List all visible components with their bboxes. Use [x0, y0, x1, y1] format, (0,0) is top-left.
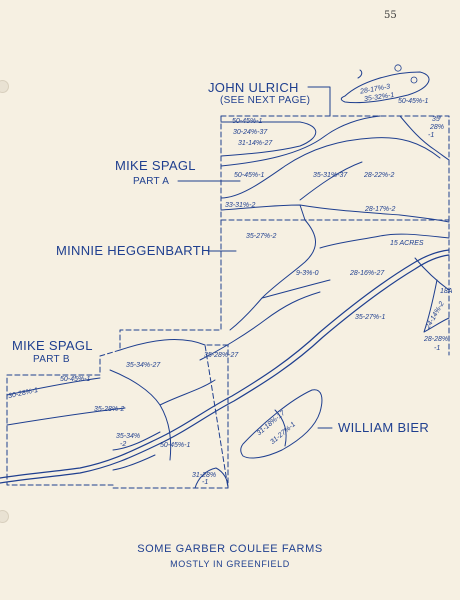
soil-note: -2	[120, 441, 127, 448]
soil-line	[423, 279, 450, 333]
binder-hole	[0, 80, 9, 93]
owner-part-a: PART A	[133, 176, 170, 187]
soil-line	[299, 204, 306, 221]
soil-line	[261, 279, 331, 299]
owner-label-william-bier: WILLIAM BIER	[338, 420, 430, 435]
soil-line	[220, 137, 441, 199]
owner-label-minnie-heggenbarth: MINNIE HEGGENBARTH	[56, 243, 211, 258]
soil-note: 35-28%-27	[204, 352, 239, 359]
boundary-minnie	[119, 219, 222, 351]
soil-line	[220, 115, 381, 167]
soil-line	[194, 467, 229, 489]
soil-line	[220, 204, 450, 223]
soil-line	[112, 454, 156, 471]
creek	[0, 254, 450, 484]
owner-label-mike-spagl-b: MIKE SPAGL	[12, 338, 93, 353]
soil-note: 35-31%-37	[313, 172, 348, 179]
soil-line	[274, 409, 287, 447]
soil-note: 28-28%	[424, 336, 449, 343]
soil-note: 35-34%	[116, 433, 141, 440]
soil-line	[399, 115, 450, 161]
leader-ulrich	[307, 86, 331, 117]
owner-note-see-next-page: (SEE NEXT PAGE)	[220, 95, 311, 106]
soil-note: 15 ACRES	[390, 240, 424, 247]
soil-line	[319, 233, 450, 249]
soil-note: 50-45%-1	[160, 442, 191, 449]
soil-line	[229, 219, 316, 331]
ulrich-tract	[340, 71, 430, 104]
soil-line	[119, 339, 206, 351]
soil-line	[299, 161, 363, 201]
creek	[0, 249, 450, 479]
soil-note: 9-3%-0	[296, 270, 319, 277]
soil-line	[414, 257, 450, 291]
soil-line	[6, 407, 126, 426]
soil-line	[112, 431, 161, 451]
map-subcaption: MOSTLY IN GREENFIELD	[170, 559, 290, 569]
soil-note: 31-28%	[192, 472, 217, 479]
soil-note: -1	[428, 132, 435, 139]
owner-label-mike-spagl-a: MIKE SPAGL	[115, 158, 196, 173]
soil-note: 50-45%-1	[232, 118, 263, 125]
soil-note: 31-14%-27	[238, 140, 273, 147]
soil-note: 30-24%-37	[233, 129, 268, 136]
boundary-bier	[204, 344, 229, 489]
bier-tract	[240, 389, 323, 459]
soil-note: 35-27%-2	[246, 233, 277, 240]
soil-line	[159, 379, 216, 406]
soil-note: 35-27%-1	[355, 314, 386, 321]
owner-label-john-ulrich: JOHN ULRICH	[208, 80, 299, 95]
soil-note: -1	[202, 479, 209, 486]
soil-note: 50-45%-1	[60, 376, 91, 383]
soil-line	[6, 377, 101, 396]
page-number: 55	[384, 10, 397, 21]
binder-hole	[0, 510, 9, 523]
boundary-spagl-b	[6, 344, 229, 489]
soil-note: 50-45%-1	[398, 98, 429, 105]
soil-line	[220, 121, 317, 157]
soil-note: 33-31%-2	[225, 202, 256, 209]
soil-note: 35	[432, 116, 440, 123]
soil-note: -1	[434, 345, 441, 352]
owner-part-b: PART B	[33, 354, 70, 365]
soil-note: 18A	[440, 288, 453, 295]
soil-note: 35-28%-2	[94, 406, 125, 413]
soil-note: 28-17%-2	[365, 206, 396, 213]
map-caption: SOME GARBER COULEE FARMS	[137, 543, 323, 555]
soil-note: 28%	[430, 124, 445, 131]
soil-note: 28-22%-2	[364, 172, 395, 179]
soil-note: 50-45%-1	[234, 172, 265, 179]
soil-line	[199, 291, 321, 361]
soil-note: 35-34%-27	[126, 362, 161, 369]
soil-note: 28-16%-27	[350, 270, 385, 277]
